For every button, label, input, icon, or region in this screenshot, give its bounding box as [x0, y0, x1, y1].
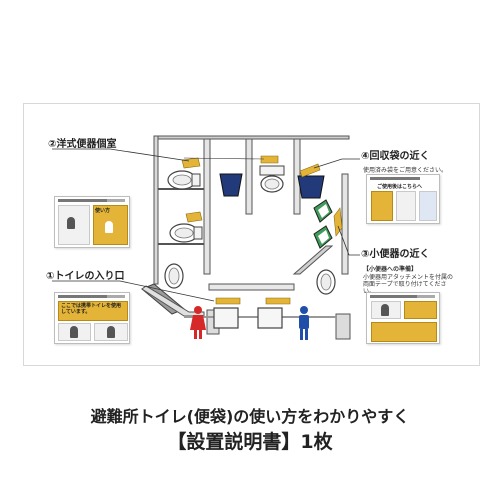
right-diagonal-wall — [292, 245, 334, 275]
urinal-icon — [313, 225, 333, 249]
sign-marker — [181, 157, 201, 169]
sign-marker — [265, 297, 291, 305]
urinal-icon — [313, 199, 333, 223]
floor-plan — [52, 135, 360, 340]
toilet-icon — [167, 170, 201, 190]
instruction-sheet-collection: ご使用後はこちらへ — [366, 174, 440, 224]
sign-marker — [333, 207, 343, 237]
leader-line-urinal — [337, 225, 360, 256]
left-outer-wall — [153, 135, 159, 285]
trash-bin-icon — [297, 175, 325, 199]
toilet-icon — [259, 165, 285, 193]
center-partition — [245, 138, 253, 215]
toilet-icon — [316, 269, 336, 295]
toilet-icon — [164, 263, 184, 289]
leader-line-collection — [313, 158, 360, 169]
trash-bin-icon — [219, 173, 243, 197]
callout-urinal-prep-note: 小便器用アタッチメントを付属の両面テープで取り付けてください。 — [363, 274, 454, 295]
callout-toilet-stall: ②洋式便器個室 — [48, 139, 117, 150]
female-person-icon — [190, 306, 206, 339]
toilet-icon — [169, 223, 203, 243]
caption-line-1: 避難所トイレ(便袋)の使い方をわかりやすく — [90, 407, 410, 426]
collection-sheet-text: ご使用後はこちらへ — [377, 184, 423, 190]
leader-line-collection-2 — [183, 157, 265, 160]
sheet-title: 使い方 — [95, 208, 111, 214]
stall-front-wall — [203, 138, 211, 275]
sign-marker — [185, 211, 203, 223]
callout-near-collection: ④回収袋の近く — [361, 151, 430, 162]
installation-board: ②洋式便器個室 ①トイレの入り口 ④回収袋の近く 使用済み袋をご用意ください。 … — [23, 103, 480, 366]
callout-near-collection-note: 使用済み袋をご用意ください。 — [363, 167, 448, 174]
entrance-sheet-text: ここでは携帯トイレを使用しています。 — [61, 303, 122, 315]
instruction-sheet-urinal — [366, 292, 440, 344]
right-stall-wall — [293, 138, 301, 215]
callout-entrance: ①トイレの入り口 — [46, 271, 125, 282]
leader-line-toilet-stall — [52, 148, 190, 162]
sign-marker — [299, 163, 321, 178]
callout-urinal-prep: 【小便器への準備】 — [363, 266, 418, 273]
sign-marker — [260, 155, 279, 164]
leader-line-entrance — [52, 280, 215, 302]
right-lower-wall — [335, 313, 351, 340]
right-wall — [341, 173, 349, 275]
sign-marker — [215, 297, 241, 305]
instruction-sheet-toilet: 使い方 — [54, 196, 130, 248]
caption-line-2: 【設置説明書】1枚 — [167, 431, 333, 453]
sink-counter — [213, 307, 239, 329]
instruction-sheet-entrance: ここでは携帯トイレを使用しています。 — [54, 292, 130, 344]
sink-counter — [257, 307, 283, 329]
entrance-wall-left — [208, 283, 295, 291]
male-person-icon — [299, 306, 309, 340]
callout-near-urinal: ③小便器の近く — [361, 249, 430, 260]
